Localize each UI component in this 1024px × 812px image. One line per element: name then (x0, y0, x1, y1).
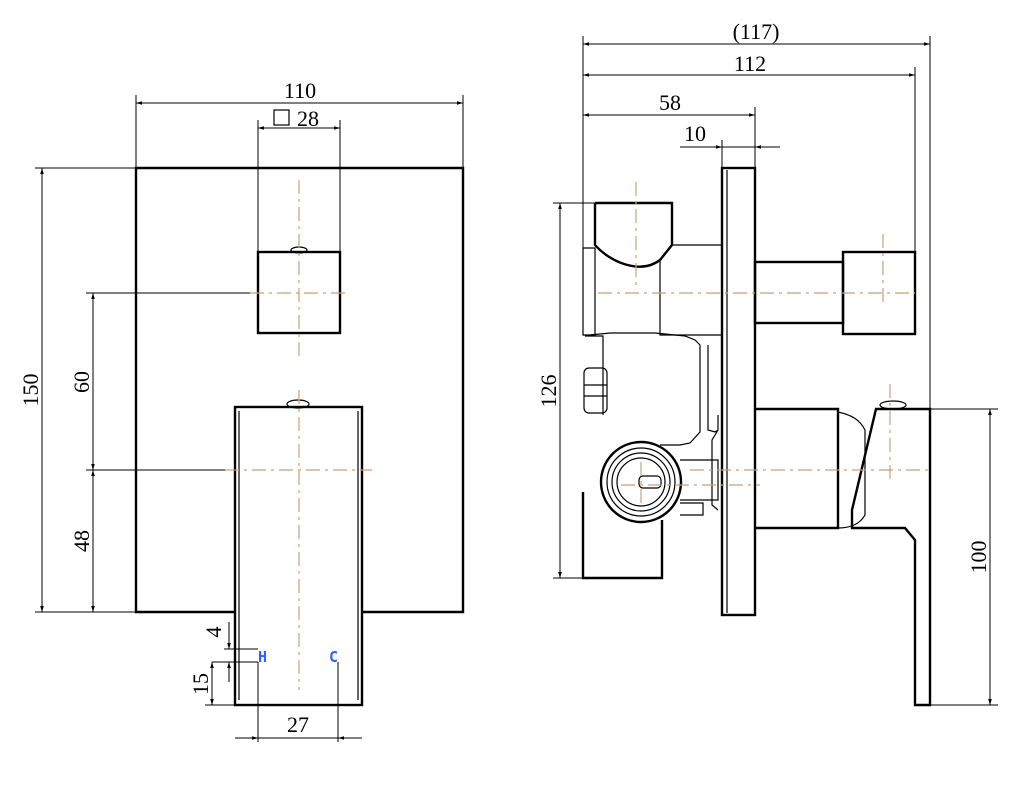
mixer-lever-side (755, 400, 932, 707)
cold-label: C (329, 648, 338, 666)
dim-lever-height: 100 (966, 541, 991, 574)
dim-hc-height: 15 (188, 673, 213, 695)
side-view: (117) 112 58 10 126 100 (536, 19, 998, 707)
dim-body-depth: 58 (659, 90, 681, 115)
dim-depth: 112 (734, 51, 766, 76)
dim-knob-square: 28 (297, 106, 319, 131)
dim-height: 150 (18, 374, 43, 407)
dim-plate-thickness: 10 (684, 121, 706, 146)
mixer-lever (233, 399, 364, 707)
dim-overall-depth: (117) (733, 19, 780, 44)
dim-body-height: 126 (536, 375, 561, 408)
dim-lever-to-bottom: 48 (69, 530, 94, 552)
dim-hc-spacing: 27 (287, 712, 309, 737)
dim-width: 110 (284, 78, 316, 103)
hot-label: H (258, 648, 267, 666)
dim-hc-offset: 4 (201, 627, 226, 638)
cover-plate-side (720, 166, 757, 617)
square-symbol-icon (273, 109, 290, 126)
valve-body (581, 201, 722, 580)
dim-knob-to-lever: 60 (69, 371, 94, 393)
front-view: 110 28 150 60 48 4 15 H C 27 (18, 78, 465, 742)
cover-plate (134, 166, 465, 614)
